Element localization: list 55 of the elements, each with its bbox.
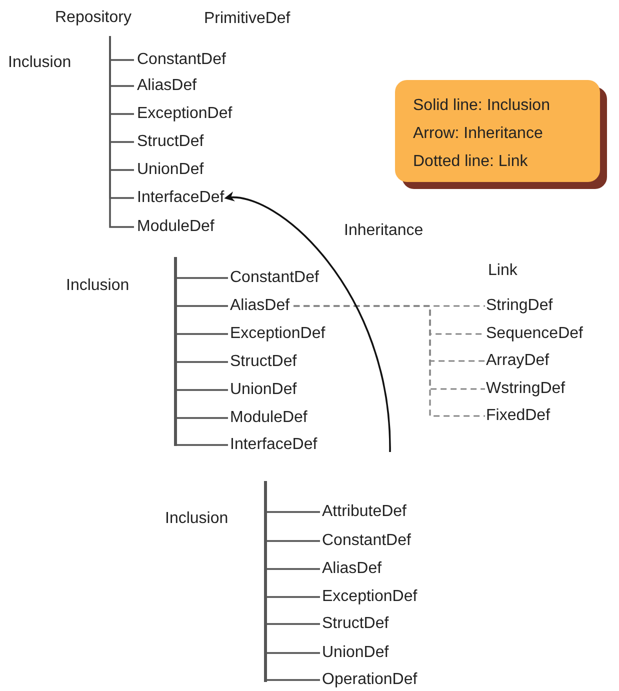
interface-name: SequenceDef — [486, 324, 583, 344]
inclusion-line — [177, 417, 228, 419]
interface-name: ModuleDef — [137, 217, 214, 237]
interface-name: FixedDef — [486, 406, 550, 426]
inclusion-line — [177, 305, 228, 307]
interface-name: UnionDef — [137, 160, 204, 180]
interface-name: AttributeDef — [322, 502, 406, 522]
relation-label: Inclusion — [66, 276, 130, 296]
inheritance-arrow — [224, 192, 391, 452]
relation-label: Inclusion — [165, 509, 228, 529]
key-text: Arrow: Inheritance — [413, 124, 544, 144]
interface-name: ExceptionDef — [137, 104, 232, 124]
interface-name: ArrayDef — [486, 351, 550, 371]
relation-label: Link — [488, 261, 518, 281]
interface-name: PrimitiveDef — [204, 9, 290, 29]
inclusion-line — [267, 568, 320, 570]
interface-name: StructDef — [137, 132, 204, 152]
inclusion-line — [109, 36, 134, 228]
inclusion-line — [177, 277, 228, 279]
interface-name: ConstantDef — [137, 50, 226, 70]
inclusion-line — [267, 596, 320, 598]
key-box — [395, 80, 600, 182]
inclusion-line — [177, 389, 228, 391]
inclusion-line — [177, 444, 228, 446]
interface-name: StructDef — [322, 614, 389, 634]
inclusion-line — [177, 333, 228, 335]
interface-name: ModuleDef — [230, 408, 308, 428]
inclusion-line — [267, 652, 320, 654]
interface-name: ExceptionDef — [230, 324, 326, 344]
interface-name: AliasDef — [322, 559, 382, 579]
relation-label: Inclusion — [8, 53, 72, 73]
interface-name: WstringDef — [486, 379, 566, 399]
inclusion-line — [267, 511, 320, 513]
interface-name: Repository — [55, 8, 132, 28]
key-text: Solid line: Inclusion — [413, 96, 551, 116]
tree-trunk-line — [264, 481, 267, 682]
interface-name: OperationDef — [322, 670, 418, 690]
inclusion-line — [267, 679, 320, 681]
interface-name: StructDef — [230, 352, 297, 372]
interface-name: ConstantDef — [322, 531, 411, 551]
link-line — [294, 305, 485, 417]
interface-name: ExceptionDef — [322, 587, 418, 607]
interface-name: InterfaceDef — [137, 188, 224, 208]
inclusion-line — [267, 540, 320, 542]
interface-name: AliasDef — [230, 296, 290, 316]
interface-name: InterfaceDef — [230, 435, 318, 455]
interface-name: AliasDef — [137, 76, 197, 96]
tree-trunk-line — [174, 257, 177, 446]
key-text: Dotted line: Link — [413, 152, 529, 172]
inclusion-line — [177, 361, 228, 363]
inclusion-line — [267, 623, 320, 625]
interface-name: UnionDef — [322, 643, 389, 663]
interface-name: ConstantDef — [230, 268, 319, 288]
interface-name: StringDef — [486, 296, 553, 316]
interface-name: UnionDef — [230, 380, 297, 400]
